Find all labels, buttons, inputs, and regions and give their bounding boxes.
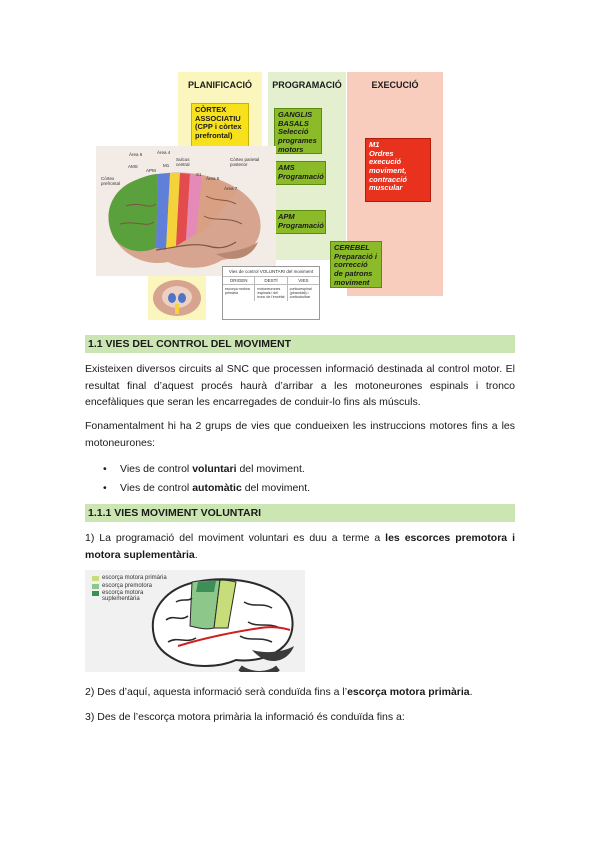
paragraph-programacio: 1) La programació del moviment voluntari… [85,530,515,563]
cerebellum-subtitle: Preparació i correcció de patrons movime… [334,251,377,287]
legend-label: escorça motora suplementària [102,590,144,602]
paragraph-groups: Fonamentalment hi ha 2 grups de vies que… [85,420,515,449]
mini-table-header: DESTÍ [254,277,286,284]
voluntary-control-mini-table: Vies de control VOLUNTARI del moviment O… [222,266,320,320]
cerebellum-box: CEREBEL Preparació i correcció de patron… [330,241,382,288]
m1-title: M1 [369,140,380,149]
apm-box: APM Programació [274,210,326,234]
section-heading-vies-voluntari: 1.1.1 VIES MOVIMENT VOLUNTARI [85,504,515,522]
apm-title: APM [278,212,295,221]
legend-item: escorça premotora [92,582,172,590]
mini-table-title: Vies de control VOLUNTARI del moviment [223,267,319,277]
cerebellum-title: CEREBEL [334,243,370,252]
motor-cortex-legend: escorça motora primària escorça premotor… [92,574,172,604]
paragraph-text: 2) Des d’aquí, aquesta informació serà c… [85,686,348,698]
paragraph-des-de-primaria: 3) Des de l’escorça motora primària la i… [85,711,405,723]
associative-cortex-box: CÒRTEX ASSOCIATIU (CPP i còrtex prefront… [191,103,249,147]
list-item-text: del moviment. [241,481,311,494]
paragraph-text: . [194,548,198,561]
brain-label-area5: Àrea 5 [206,176,220,181]
vies-list: • Vies de control voluntari del moviment… [100,460,500,497]
associative-cortex-title: CÒRTEX ASSOCIATIU [195,105,241,123]
mini-table-cell: motoneurones espinals i del tronc de l'e… [254,285,286,301]
brain-label-parietal: Còrtex parietal posterior [230,157,260,167]
mini-table-header: ORIGEN [229,278,248,283]
m1-subtitle: Ordres execució moviment, contracció mus… [369,148,407,193]
legend-swatch [92,575,99,581]
brain-label-central-sulcus: Sulcus central [176,157,190,167]
section-heading-vies-control: 1.1 VIES DEL CONTROL DEL MOVIMENT [85,335,515,353]
mini-table-cell: escorça motora primària [225,287,250,295]
list-item-text: Vies de control [120,463,193,475]
apm-subtitle: Programació [278,220,324,230]
paragraph-conduccio-primaria: 2) Des d’aquí, aquesta informació serà c… [85,684,515,701]
ams-title: AMS [278,163,295,172]
ams-box: AMS Programació [274,161,326,185]
brain-label-prefrontal: Còrtex prefrontal [101,176,121,186]
list-item: • Vies de control voluntari del moviment… [100,460,500,479]
brain-label-area6: Àrea 6 [129,152,143,157]
paragraph-bold: escorça motora primària [347,686,470,698]
basal-ganglia-box: GANGLIS BASALS Selecció programes motors [274,108,322,154]
legend-item: escorça motora suplementària [92,590,172,604]
paragraph-text: . [469,686,473,698]
associative-cortex-subtitle: (CPP i còrtex prefrontal) [195,122,242,140]
bullet-icon: • [103,481,107,494]
planning-header: PLANIFICACIÓ [188,80,252,90]
brain-label-m1: M1 [163,163,170,168]
mini-table-row: escorça motora primària motoneurones esp… [223,285,319,301]
list-item: • Vies de control automàtic del moviment… [100,479,500,498]
mini-table-header-row: ORIGEN DESTÍ VIES [223,277,319,285]
brain-label-s1: S1 [196,172,202,177]
brain-coronal-illustration [148,276,206,320]
paragraph-bold: les escorces premotora i motora suplemen… [85,532,515,561]
legend-label: escorça premotora [102,583,153,589]
brain-label-apm: APM [146,168,156,173]
motor-cortex-brain-illustration [151,578,294,672]
legend-swatch [92,591,99,596]
list-item-bold: automàtic [192,481,242,494]
paragraph-circuits: Existeixen diversos circuits al SNC que … [85,363,515,408]
m1-box: M1 Ordres execució moviment, contracció … [365,138,431,202]
brain-label-ams: AMS [128,164,138,169]
basal-ganglia-subtitle: Selecció programes motors [278,127,317,154]
brain-label-area4: Àrea 4 [157,150,171,155]
execution-header: EXECUCIÓ [371,80,419,90]
ams-subtitle: Programació [278,171,324,181]
brain-label-area7: Àrea 7 [224,186,238,191]
mini-table-header: VIES [286,277,319,284]
legend-swatch [92,583,99,589]
programming-header: PROGRAMACIÓ [272,80,342,90]
list-item-text: del moviment. [236,463,305,475]
paragraph-text: 1) La programació del moviment voluntari… [85,532,386,544]
list-item-text: Vies de control [120,481,193,494]
legend-label: escorça motora primària [102,575,167,581]
bullet-icon: • [103,463,107,475]
basal-ganglia-title: GANGLIS BASALS [278,110,313,128]
legend-item: escorça motora primària [92,574,172,582]
mini-table-cell: corticoespinal (piramidal) i corticobulb… [286,285,319,301]
list-item-bold: voluntari [192,463,237,475]
brain-lateral-illustration [96,146,276,276]
